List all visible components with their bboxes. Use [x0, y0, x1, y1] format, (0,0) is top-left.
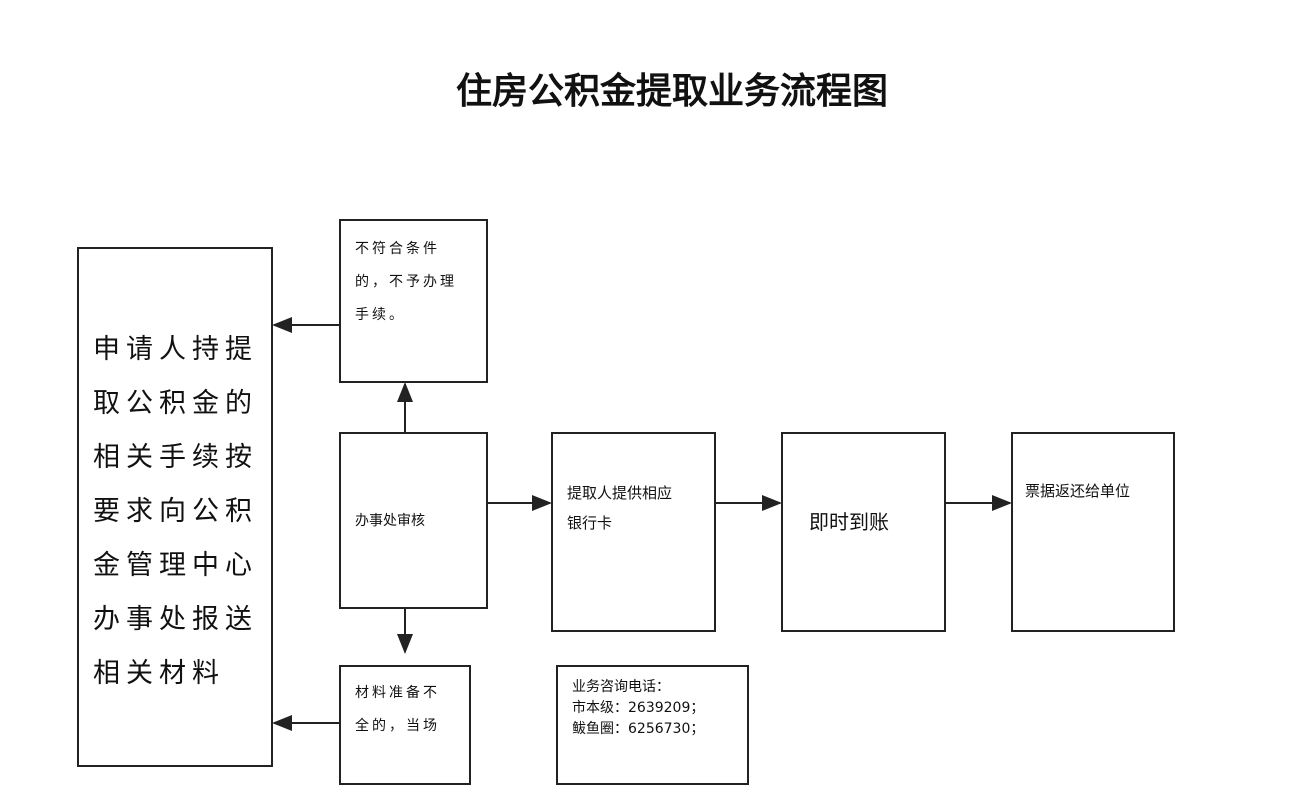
node-apply: 申请人持提 取公积金的 相关手续按 要求向公积 金管理中心 办事处报送 相关材料 [77, 247, 273, 767]
node-instant: 即时到账 [781, 432, 946, 632]
node-receipt: 票据返还给单位 [1011, 432, 1175, 632]
page-title: 住房公积金提取业务流程图 [455, 70, 888, 112]
node-incomplete: 材料准备不 全的，当场 [339, 665, 471, 785]
connectors [272, 317, 1012, 731]
node-reject: 不符合条件 的，不予办理 手续。 [339, 219, 488, 383]
node-review: 办事处审核 [339, 432, 488, 609]
node-bank-card: 提取人提供相应 银行卡 [551, 432, 716, 632]
node-hotline: 业务咨询电话： 市本级：2639209； 鲅鱼圈：6256730； [556, 665, 749, 785]
